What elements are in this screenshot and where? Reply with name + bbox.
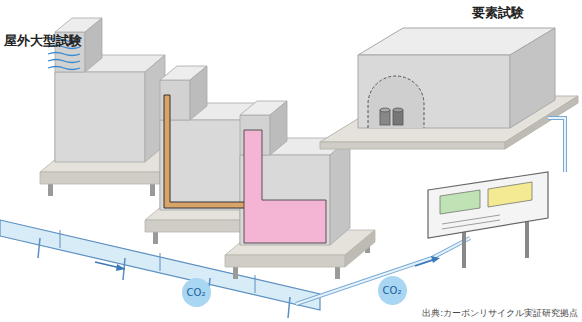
co2-label: CO₂ (187, 287, 206, 298)
co2-label: CO₂ (383, 285, 402, 296)
section-heading: 要素試験 (472, 4, 524, 22)
co2-circle: CO₂ (182, 278, 211, 307)
source-note: 出典:カーボンリサイクル実証研究拠点 (422, 308, 578, 320)
section-heading: 屋外大型試験 (4, 32, 82, 50)
co2-circle: CO₂ (378, 276, 407, 305)
